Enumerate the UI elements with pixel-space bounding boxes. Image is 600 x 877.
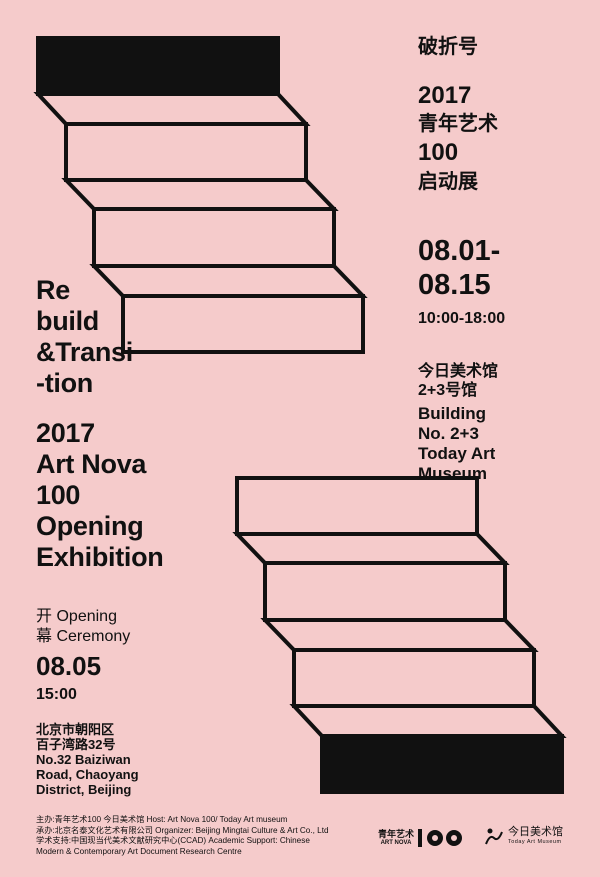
subtitle-line: Art Nova	[36, 449, 147, 479]
cn-title-line: 青年艺术	[418, 113, 498, 135]
opening-hours: 10:00-18:00	[418, 310, 506, 327]
opening-cn: 开	[36, 608, 53, 625]
title-en: Re build &Transi -tion	[36, 275, 232, 399]
title-en-line: -tion	[36, 368, 93, 398]
address-line: Road, Chaoyang	[36, 767, 139, 782]
title-cn: 破折号	[418, 36, 478, 58]
venue-en-line: Museum	[418, 464, 487, 480]
ceremony-en: Ceremony	[56, 628, 131, 645]
address: 北京市朝阳区 百子湾路32号 No.32 Baiziwan Road, Chao…	[36, 722, 139, 797]
logo-nova-cn: 青年艺术	[378, 829, 415, 839]
logo-100-icon	[418, 829, 463, 847]
subtitle-line: 100	[36, 480, 81, 510]
cn-title-line: 100	[418, 139, 459, 166]
opening-ceremony: 开 Opening 幕 Ceremony	[36, 607, 130, 647]
address-line: District, Beijing	[36, 782, 132, 797]
subtitle-en: 2017 Art Nova 100 Opening Exhibition	[36, 418, 164, 573]
logo-nova-en: ART NOVA	[380, 840, 412, 846]
opening-time: 15:00	[36, 686, 77, 703]
subtitle-line: 2017	[36, 418, 95, 448]
cn-title-line: 2017	[418, 82, 472, 109]
title-en-line: build	[36, 306, 99, 336]
address-line: 百子湾路32号	[36, 737, 116, 752]
cn-title-line: 启动展	[418, 171, 478, 193]
today-art-museum-logo: 今日美术馆 Today Art Museum	[484, 826, 563, 846]
art-nova-logo: 青年艺术 ART NOVA	[378, 828, 465, 848]
venue-en: Building No. 2+3 Today Art Museum	[418, 404, 495, 480]
venue-cn-line: 2+3号馆	[418, 382, 478, 399]
venue-en-line: Today Art	[418, 444, 496, 463]
credit-line: 学术支持:中国现当代美术文献研究中心(CCAD) Academic Suppor…	[36, 836, 310, 845]
title-en-line: Re	[36, 275, 70, 305]
venue-en-line: Building	[418, 404, 486, 423]
ceremony-cn: 幕	[36, 628, 53, 645]
exhibition-dates: 08.01- 08.15	[418, 234, 500, 302]
title-en-line: &Transi	[36, 337, 133, 367]
venue-en-line: No. 2+3	[418, 424, 479, 443]
logo-today-en: Today Art Museum	[508, 839, 562, 845]
subtitle-line: Exhibition	[36, 542, 164, 572]
subtitle-line: Opening	[36, 511, 144, 541]
today-museum-icon	[485, 828, 503, 845]
cn-title-block: 2017 青年艺术 100 启动展	[418, 82, 498, 196]
credit-line: 主办:青年艺术100 今日美术馆 Host: Art Nova 100/ Tod…	[36, 815, 288, 824]
logo-today-cn: 今日美术馆	[508, 826, 563, 838]
opening-date: 08.05	[36, 651, 102, 681]
venue-cn-line: 今日美术馆	[418, 363, 499, 380]
credit-line: 承办:北京名泰文化艺术有限公司 Organizer: Beijing Mingt…	[36, 825, 329, 835]
credit-line: Modern & Contemporary Art Document Resea…	[36, 846, 242, 856]
opening-en: Opening	[56, 608, 117, 625]
address-line: No.32 Baiziwan	[36, 752, 131, 767]
date-start: 08.01-	[418, 235, 501, 267]
address-line: 北京市朝阳区	[36, 722, 115, 737]
venue-cn: 今日美术馆 2+3号馆	[418, 362, 498, 400]
date-end: 08.15	[418, 269, 491, 301]
credits: 主办:青年艺术100 今日美术馆 Host: Art Nova 100/ Tod…	[36, 815, 329, 857]
